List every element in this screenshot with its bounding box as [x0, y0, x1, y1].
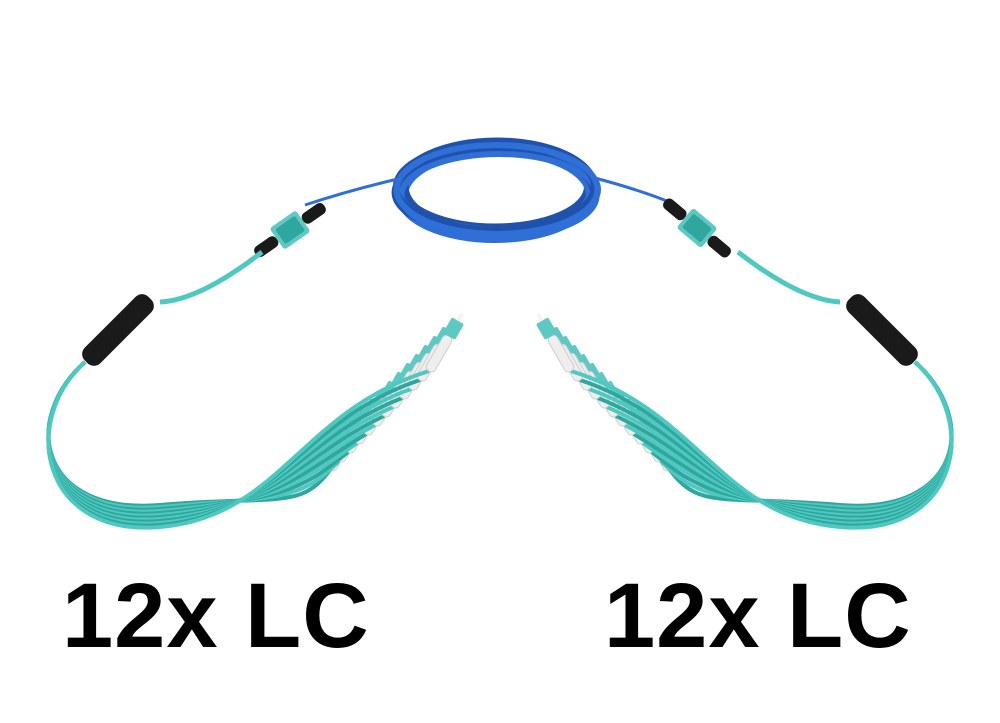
- breakout-fan-right: [536, 250, 954, 530]
- lc-connector-icon: [425, 312, 464, 373]
- lc-connector-icon: [536, 312, 575, 373]
- coiled-cable-icon: [391, 137, 601, 243]
- breakout-furcation-icon: [846, 294, 918, 366]
- mpo-connector-right: [663, 198, 731, 258]
- connector-count-label-right: 12x LC: [604, 565, 912, 667]
- aqua-lead: [736, 250, 841, 305]
- trunk-cable-left: [304, 176, 403, 207]
- aqua-lead: [159, 250, 264, 305]
- breakout-furcation-icon: [82, 294, 154, 366]
- breakout-fan-left: [46, 250, 464, 530]
- mpo-connector-icon: [663, 198, 731, 258]
- connector-count-label-left: 12x LC: [62, 565, 370, 667]
- trunk-cable-right: [594, 176, 673, 205]
- trunk-lead: [594, 176, 673, 205]
- fibre-strand: [570, 360, 954, 530]
- fibre-strand: [46, 360, 430, 530]
- coil-loop: [393, 142, 601, 237]
- trunk-lead: [304, 176, 403, 207]
